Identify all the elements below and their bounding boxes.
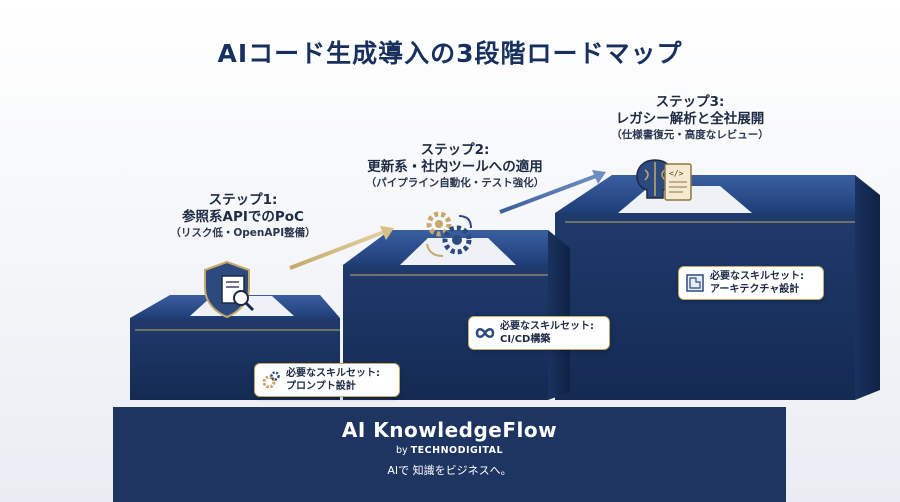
skill-label-step2: 必要なスキルセット: [500, 321, 594, 332]
skill-badge-step3: 必要なスキルセット: アーキテクチャ設計 [678, 266, 824, 300]
step1-sub: （リスク低・OpenAPI整備） [170, 227, 316, 239]
shield-document-search-icon [204, 260, 255, 319]
footer-company: TECHNODIGITAL [410, 445, 503, 456]
step2-sub: （パイプライン自動化・テスト強化） [365, 177, 545, 189]
page-title: AIコード生成導入の3段階ロードマップ [217, 39, 683, 68]
step2-heading: ステップ2: [420, 142, 490, 158]
brain-code-scroll-icon: </> [636, 159, 692, 201]
step3-heading: ステップ3: [655, 94, 725, 110]
step2-name: 更新系・社内ツールへの適用 [367, 159, 543, 175]
skill-label-step1: 必要なスキルセット: [286, 368, 380, 379]
footer-brand: AI KnowledgeFlow [341, 418, 558, 442]
step3-name: レガシー解析と全社展開 [615, 111, 765, 127]
skill-value-step3: アーキテクチャ設計 [710, 284, 800, 295]
infinity-icon [475, 328, 495, 338]
step3-sub: （仕様書復元・高度なレビュー） [611, 129, 769, 141]
step3-block [555, 175, 880, 400]
skill-badge-step1: 必要なスキルセット: プロンプト設計 [254, 363, 400, 397]
blueprint-icon [686, 274, 704, 292]
footer-tagline: AIで 知識をビジネスへ。 [387, 464, 512, 477]
skill-label-step3: 必要なスキルセット: [710, 271, 804, 282]
footer-by: by [395, 445, 408, 456]
skill-value-step1: プロンプト設計 [286, 381, 356, 392]
footer-company-line: by TECHNODIGITAL [113, 445, 786, 456]
step3-text: ステップ3: レガシー解析と全社展開 （仕様書復元・高度なレビュー） [575, 94, 805, 143]
arrow-step1-to-2 [289, 226, 394, 270]
step2-text: ステップ2: 更新系・社内ツールへの適用 （パイプライン自動化・テスト強化） [330, 142, 580, 191]
skill-badge-step2: 必要なスキルセット: CI/CD構築 [468, 316, 610, 350]
footer-bar [113, 407, 786, 502]
step1-text: ステップ1: 参照系APIでのPoC （リスク低・OpenAPI整備） [148, 192, 338, 241]
step1-name: 参照系APIでのPoC [182, 209, 304, 225]
step1-heading: ステップ1: [208, 192, 278, 208]
skill-value-step2: CI/CD構築 [500, 334, 551, 345]
gears-cycle-icon [426, 211, 472, 257]
svg-text:</>: </> [669, 169, 684, 178]
arrow-step2-to-3 [499, 170, 606, 214]
gear-icon [262, 371, 280, 389]
